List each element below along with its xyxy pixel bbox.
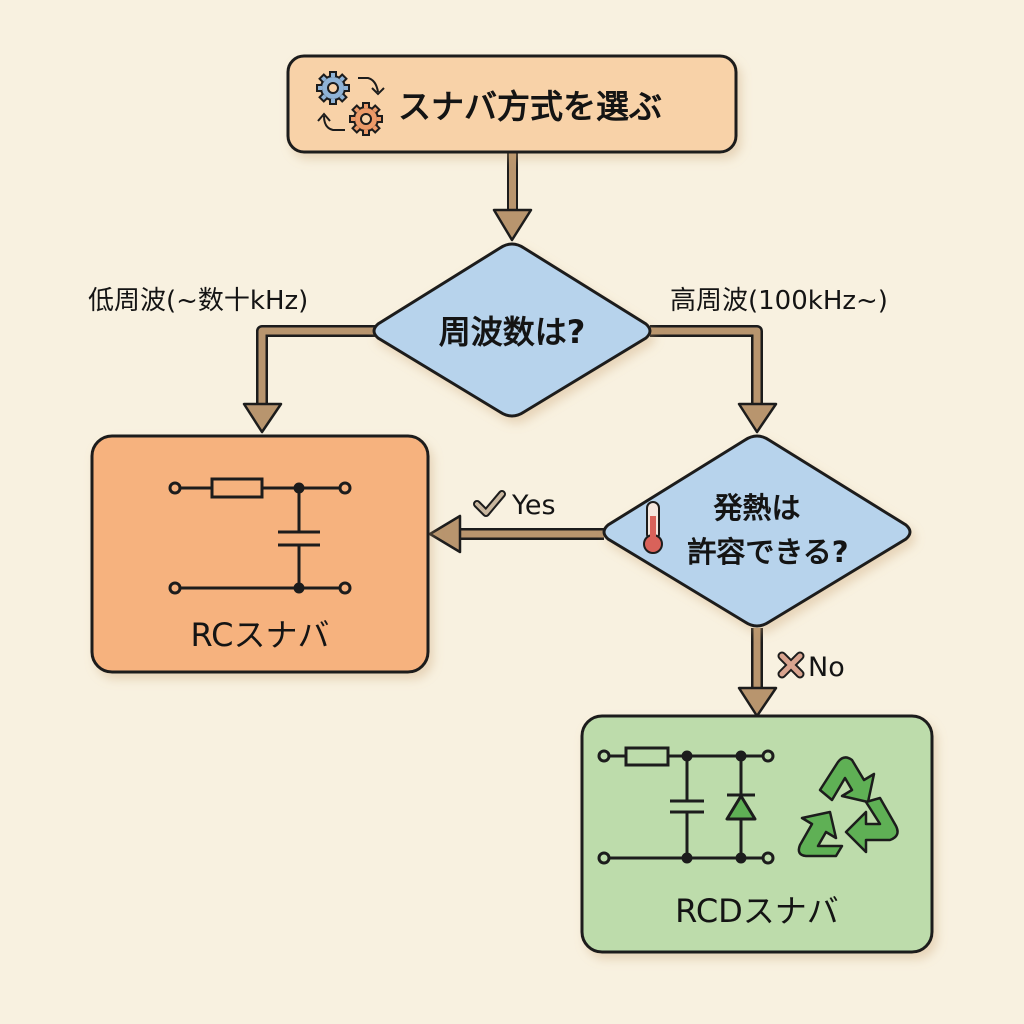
- resistor-symbol: [210, 477, 264, 499]
- arrow-high-frequency-to-heat: [650, 325, 778, 434]
- decision-heat-line1: 発熱は: [712, 491, 800, 525]
- edge-yes-label: Yes: [511, 490, 556, 521]
- cross-icon: [777, 651, 805, 679]
- decision-heat-line2: 許容できる?: [687, 535, 848, 569]
- gears-cycle-icon: [316, 71, 385, 136]
- rcd-snubber-label: RCDスナバ: [675, 892, 839, 930]
- connectors: [242, 151, 778, 718]
- start-node: スナバ方式を選ぶ: [286, 54, 738, 154]
- arrow-low-frequency-to-rc: [242, 325, 378, 434]
- resistor-symbol: [624, 746, 670, 767]
- arrow-no-to-rcd: [737, 628, 778, 718]
- edge-label-no: No: [777, 651, 845, 683]
- arrow-start-to-frequency: [492, 151, 533, 242]
- thermometer-icon: [643, 501, 663, 554]
- branch-label-low-frequency: 低周波(~数十kHz): [88, 286, 308, 316]
- recycle-icon: [797, 756, 899, 858]
- arrow-yes-to-rc: [428, 514, 604, 554]
- edge-no-label: No: [808, 652, 845, 683]
- decision-frequency: 周波数は?: [372, 242, 652, 418]
- edge-label-yes: Yes: [473, 490, 556, 521]
- decision-frequency-label: 周波数は?: [439, 313, 586, 351]
- rc-snubber-label: RCスナバ: [191, 616, 330, 654]
- branch-label-high-frequency: 高周波(100kHz~): [670, 286, 888, 316]
- rcd-circuit-diagram: [597, 746, 775, 865]
- start-label: スナバ方式を選ぶ: [398, 87, 662, 126]
- rc-circuit-diagram: [168, 477, 352, 595]
- rcd-snubber-node: RCDスナバ: [580, 714, 934, 954]
- decision-heat: 発熱は 許容できる?: [602, 434, 912, 628]
- rc-snubber-node: RCスナバ: [90, 434, 430, 674]
